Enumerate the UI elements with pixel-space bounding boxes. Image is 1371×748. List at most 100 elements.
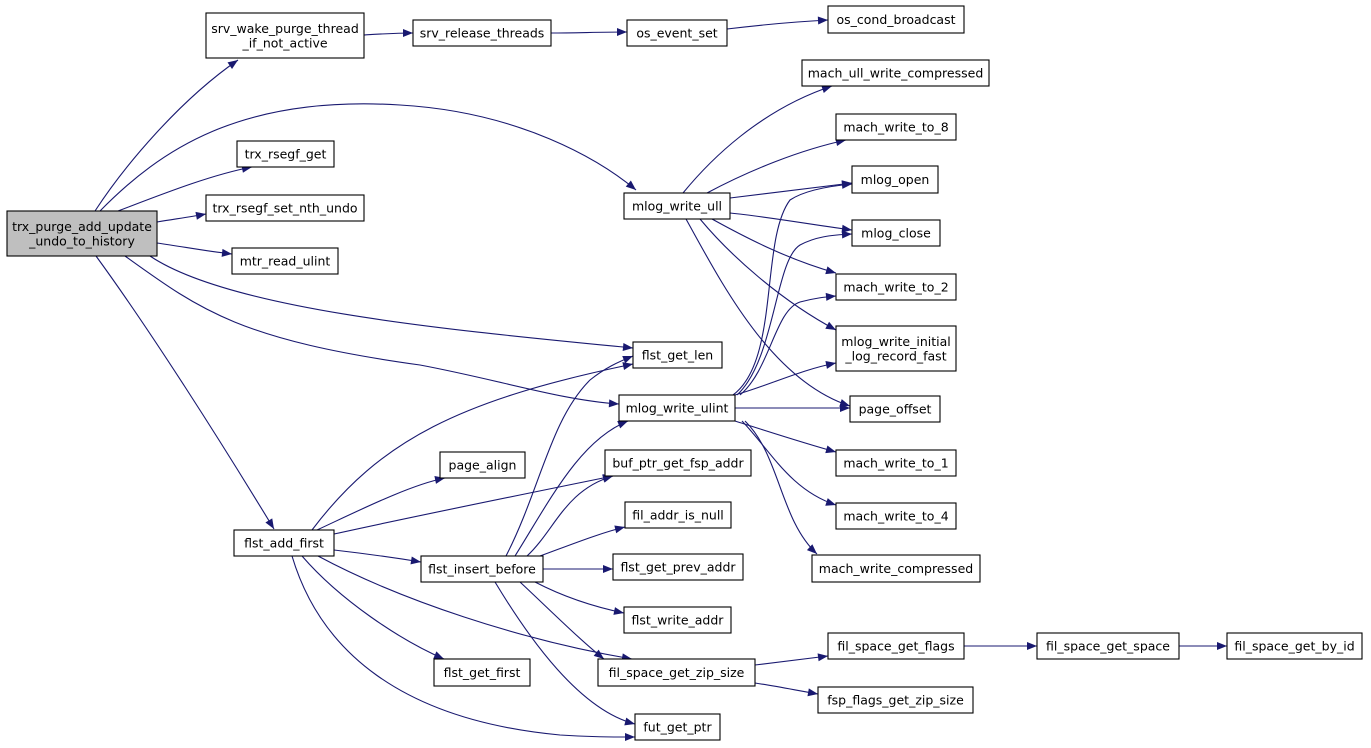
node-label: mlog_open <box>861 172 930 187</box>
function-node-flst_get_prev_addr[interactable]: flst_get_prev_addr <box>612 553 744 581</box>
function-node-flst_get_first[interactable]: flst_get_first <box>433 658 531 687</box>
function-node-mlog_close[interactable]: mlog_close <box>851 219 941 247</box>
function-node-os_cond[interactable]: os_cond_broadcast <box>827 5 965 34</box>
node-box <box>851 219 941 247</box>
function-node-flst_write_addr[interactable]: flst_write_addr <box>623 606 732 634</box>
edge-line <box>539 526 626 557</box>
function-node-mach_ull_wc[interactable]: mach_ull_write_compressed <box>801 59 990 87</box>
function-node-fil_space_get_flags[interactable]: fil_space_get_flags <box>827 632 965 660</box>
call-edge-mlog_write_ulint-to-mlog_wilrf <box>734 360 837 396</box>
arrowhead <box>614 525 625 534</box>
call-edge-fil_space_get_zip_size-to-fil_space_get_flags <box>754 653 829 666</box>
function-node-trx_rsegf_get[interactable]: trx_rsegf_get <box>236 140 335 168</box>
edge-line <box>739 295 837 396</box>
function-node-mlog_open[interactable]: mlog_open <box>851 165 939 194</box>
edge-line <box>754 655 829 666</box>
node-box <box>624 501 732 529</box>
node-box <box>632 341 723 369</box>
call-edge-flst_add_first-to-buf_ptr <box>333 474 614 535</box>
call-edge-fil_space_get_flags-to-fil_space_get_space <box>964 642 1037 650</box>
node-label: fil_addr_is_null <box>632 508 724 523</box>
edge-line <box>301 555 445 660</box>
arrowhead <box>613 607 624 615</box>
edge-line <box>149 255 634 349</box>
node-box <box>851 165 939 194</box>
function-node-fil_space_get_zip_size[interactable]: fil_space_get_zip_size <box>597 658 756 687</box>
function-node-fil_addr_is_null[interactable]: fil_addr_is_null <box>624 501 732 529</box>
call-edge-flst_insert_before-to-flst_get_prev_addr <box>543 565 613 573</box>
function-node-buf_ptr[interactable]: buf_ptr_get_fsp_addr <box>604 449 752 477</box>
node-box <box>1036 632 1180 660</box>
function-node-root[interactable]: trx_purge_add_update_undo_to_history <box>6 210 158 257</box>
call-edge-mlog_write_ulint-to-mlog_open <box>732 180 853 396</box>
node-label: mlog_close <box>861 226 931 241</box>
arrowhead <box>807 688 818 697</box>
function-node-mach_write_compressed[interactable]: mach_write_compressed <box>811 554 981 583</box>
arrowhead <box>625 180 636 190</box>
function-node-page_align[interactable]: page_align <box>439 451 526 479</box>
edge-line <box>317 555 633 660</box>
function-node-fil_space_get_space[interactable]: fil_space_get_space <box>1036 632 1180 660</box>
node-label: fut_get_ptr <box>643 720 712 735</box>
function-node-fil_space_get_by_id[interactable]: fil_space_get_by_id <box>1226 632 1363 660</box>
call-edge-root-to-srv_wake <box>94 59 239 212</box>
node-box <box>811 554 981 583</box>
node-box <box>439 451 526 479</box>
function-node-mach_write_to_1[interactable]: mach_write_to_1 <box>835 449 957 477</box>
node-label: flst_write_addr <box>632 613 725 628</box>
arrowhead <box>840 404 850 412</box>
edge-line <box>156 242 233 255</box>
function-node-os_event_set[interactable]: os_event_set <box>626 19 728 47</box>
function-node-mtr_read_ulint[interactable]: mtr_read_ulint <box>231 247 339 275</box>
function-node-mach_write_to_4[interactable]: mach_write_to_4 <box>835 502 957 530</box>
function-node-mlog_write_ulint[interactable]: mlog_write_ulint <box>618 394 736 422</box>
arrowhead <box>841 230 852 239</box>
node-label: mlog_write_ull <box>632 199 722 214</box>
call-edge-mlog_write_ulint-to-mach_write_to_4 <box>741 420 837 506</box>
node-box <box>618 394 736 422</box>
node-box <box>231 247 339 275</box>
edge-line <box>550 31 628 34</box>
node-box <box>6 210 158 257</box>
call-edge-root-to-flst_get_len <box>149 255 634 352</box>
function-node-mlog_write_ull[interactable]: mlog_write_ull <box>623 192 731 220</box>
function-node-page_offset[interactable]: page_offset <box>849 395 941 423</box>
function-node-mach_write_to_8[interactable]: mach_write_to_8 <box>835 113 957 141</box>
function-node-srv_release[interactable]: srv_release_threads <box>412 19 552 47</box>
node-label: flst_get_first <box>444 665 521 680</box>
function-node-flst_insert_before[interactable]: flst_insert_before <box>420 555 544 583</box>
call-edge-mlog_write_ull-to-mlog_close <box>729 212 853 233</box>
node-box <box>623 606 732 634</box>
function-node-flst_add_first[interactable]: flst_add_first <box>233 529 335 557</box>
node-box <box>626 19 728 47</box>
edge-line <box>124 255 620 405</box>
arrowhead <box>825 498 836 506</box>
arrowhead <box>617 28 627 36</box>
edge-line <box>494 581 636 725</box>
arrowhead <box>227 60 238 69</box>
function-node-fut_get_ptr[interactable]: fut_get_ptr <box>634 713 721 741</box>
function-node-trx_rsegf_set[interactable]: trx_rsegf_set_nth_undo <box>205 194 365 222</box>
function-node-srv_wake[interactable]: srv_wake_purge_thread_if_not_active <box>205 12 365 59</box>
node-box <box>233 529 335 557</box>
node-box <box>412 19 552 47</box>
edge-line <box>744 420 818 555</box>
arrowhead <box>622 362 633 370</box>
node-label: mach_write_to_8 <box>843 120 948 135</box>
function-node-mlog_wilrf[interactable]: mlog_write_initial_log_record_fast <box>835 325 957 372</box>
function-node-flst_get_len[interactable]: flst_get_len <box>632 341 723 369</box>
function-node-mach_write_to_2[interactable]: mach_write_to_2 <box>835 273 957 301</box>
node-label: flst_add_first <box>244 536 324 551</box>
node-label: fil_space_get_flags <box>837 639 954 654</box>
arrowhead <box>825 360 836 369</box>
node-box <box>801 59 990 87</box>
edge-line <box>699 218 837 331</box>
call-edge-flst_insert_before-to-flst_get_len <box>505 355 634 557</box>
call-edge-mlog_write_ull-to-mach_ull_wc <box>682 85 833 194</box>
function-node-fsp_flags_gzs[interactable]: fsp_flags_get_zip_size <box>817 686 974 714</box>
arrowhead <box>825 292 836 301</box>
edge-line <box>534 581 625 614</box>
arrowhead <box>603 565 613 573</box>
edge-line <box>685 218 851 407</box>
call-edges <box>94 16 1227 741</box>
